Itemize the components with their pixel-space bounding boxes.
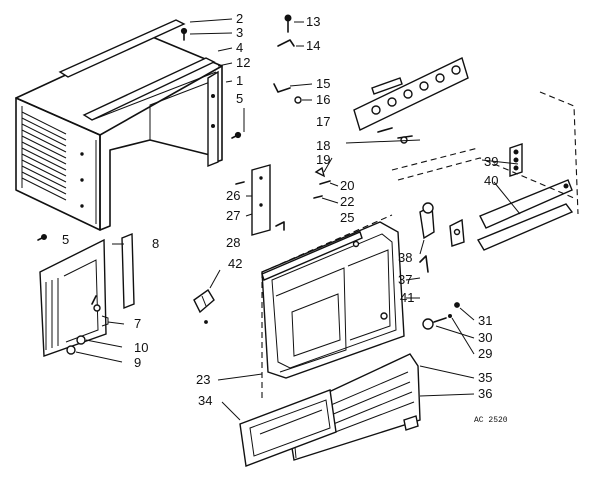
bezel-part-15b — [371, 77, 403, 95]
callout-26: 26 — [226, 188, 240, 203]
top-rail-part-2 — [58, 19, 186, 78]
knob-part-19 — [314, 166, 326, 178]
callout-25: 25 — [340, 210, 354, 225]
cabinet-louvres — [21, 111, 67, 201]
callout-9: 9 — [134, 355, 141, 370]
clip-part-37 — [449, 218, 465, 247]
screw-part-30 — [422, 314, 452, 330]
side-bracket-part-1 — [207, 70, 219, 168]
hinge-part-42 — [193, 288, 215, 324]
callout-28: 28 — [226, 235, 240, 250]
callout-37: 37 — [398, 272, 412, 287]
brace-part-12 — [91, 71, 217, 121]
callout-2: 2 — [236, 11, 243, 26]
bar-part-40 — [476, 179, 574, 251]
callout-5-lower: 5 — [62, 232, 69, 247]
filter-part-36 — [403, 415, 419, 431]
callout-5-upper: 5 — [236, 91, 243, 106]
callout-18: 18 — [316, 138, 330, 153]
nut-part-16 — [294, 96, 302, 104]
clip-part-28 — [275, 221, 285, 231]
callout-39: 39 — [484, 154, 498, 169]
assembly-dash-39 — [539, 91, 579, 215]
callout-34: 34 — [198, 393, 212, 408]
callout-30: 30 — [478, 330, 492, 345]
knob-part-10 — [76, 335, 86, 345]
front-panel-part-34 — [239, 389, 337, 467]
screw-part-5-lower — [37, 234, 47, 241]
strip-part-8 — [121, 232, 135, 310]
callout-1: 1 — [236, 73, 243, 88]
callout-22: 22 — [340, 194, 354, 209]
strip-part-25 — [261, 231, 363, 281]
knob-part-9 — [66, 345, 76, 355]
callout-38: 38 — [398, 250, 412, 265]
assembly-dash-25 — [261, 214, 393, 273]
callout-14: 14 — [306, 38, 320, 53]
callout-15: 15 — [316, 76, 330, 91]
callout-17: 17 — [316, 114, 330, 129]
bracket-part-41 — [419, 255, 429, 273]
callout-12: 12 — [236, 55, 250, 70]
screw-part-22 — [313, 195, 323, 199]
screw-part-5-upper — [231, 131, 242, 139]
handle-part-38 — [419, 202, 435, 240]
clip-part-14 — [277, 39, 295, 47]
assembly-dash-40 — [391, 147, 575, 199]
callout-8: 8 — [152, 236, 159, 251]
callout-10: 10 — [134, 340, 148, 355]
callout-27: 27 — [226, 208, 240, 223]
cabinet-drawing — [15, 35, 223, 231]
callout-13: 13 — [306, 14, 320, 29]
screw-part-3 — [180, 27, 188, 41]
callout-4: 4 — [236, 40, 243, 55]
callout-16: 16 — [316, 92, 330, 107]
screw-part-31 — [454, 302, 460, 308]
callout-29: 29 — [478, 346, 492, 361]
control-panel-part-17 — [353, 57, 469, 131]
filter-frame-part-7 — [39, 238, 109, 357]
callout-35: 35 — [478, 370, 492, 385]
callout-41: 41 — [400, 290, 414, 305]
knob-part-18 — [377, 127, 413, 144]
bracket-part-15 — [273, 83, 291, 93]
clip-part-26 — [235, 181, 245, 185]
top-rail-part-4 — [82, 57, 216, 121]
callout-20: 20 — [340, 178, 354, 193]
callout-36: 36 — [478, 386, 492, 401]
callout-40: 40 — [484, 173, 498, 188]
knob-bank-part-39 — [509, 143, 523, 177]
callout-3: 3 — [236, 25, 243, 40]
mounting-plate-part-27 — [251, 164, 271, 236]
leader-lines — [75, 18, 521, 421]
screw-part-13 — [284, 14, 292, 33]
callout-42: 42 — [228, 256, 242, 271]
callout-19: 19 — [316, 152, 330, 167]
callout-23: 23 — [196, 372, 210, 387]
reference-code: AC 2520 — [474, 416, 508, 425]
callout-31: 31 — [478, 313, 492, 328]
callout-7: 7 — [134, 316, 141, 331]
spring-part-20 — [319, 180, 331, 185]
